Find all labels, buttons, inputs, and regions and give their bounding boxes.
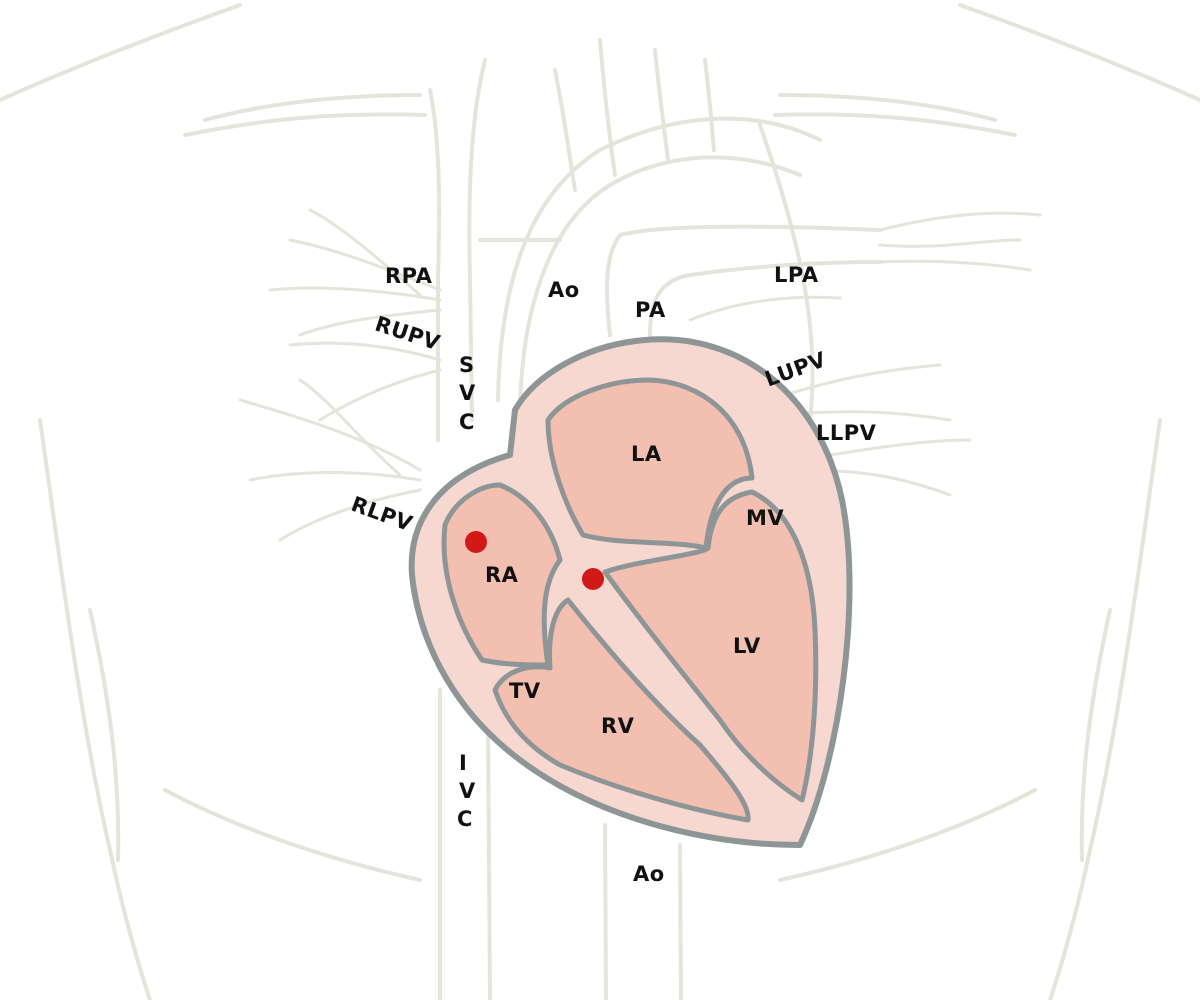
label-ao-bottom: Ao: [633, 862, 665, 886]
label-rpa: RPA: [385, 264, 433, 288]
heart: [408, 336, 853, 848]
label-ivc-i: I: [459, 751, 467, 775]
septum-marker: [582, 568, 604, 590]
great-vessels: [428, 38, 882, 1000]
label-lpa: LPA: [774, 263, 819, 287]
label-pa: PA: [635, 298, 666, 322]
label-ra: RA: [485, 563, 519, 587]
label-ivc-v: V: [459, 779, 476, 803]
right-atrium-chamber: [441, 482, 563, 668]
label-ivc-c: C: [457, 807, 473, 831]
left-atrium-chamber: [545, 377, 755, 551]
label-ao-top: Ao: [548, 278, 580, 302]
markers: [465, 531, 604, 590]
label-svc-c: C: [459, 410, 475, 434]
label-llpv: LLPV: [816, 421, 877, 445]
label-svc-s: S: [459, 353, 475, 377]
label-svc-v: V: [459, 381, 476, 405]
label-lv: LV: [733, 634, 761, 658]
left-ventricle-chamber: [602, 489, 819, 803]
label-la: LA: [631, 442, 662, 466]
label-tv: TV: [509, 679, 541, 703]
label-rupv: RUPV: [372, 312, 443, 356]
label-rv: RV: [601, 714, 635, 738]
torso-outline: [0, 3, 1200, 1000]
right-ventricle-chamber: [492, 597, 751, 823]
label-mv: MV: [746, 506, 784, 530]
right-atrium-marker: [465, 531, 487, 553]
